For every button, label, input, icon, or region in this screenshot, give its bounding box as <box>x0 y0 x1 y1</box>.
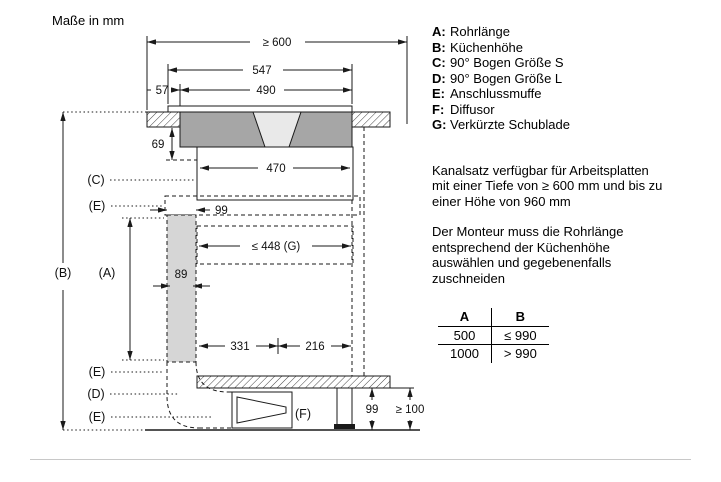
callout-d-group: (D) <box>87 387 178 401</box>
callout-e-mid-group: (E) <box>89 365 163 379</box>
table-row: 1000 > 990 <box>438 344 549 363</box>
units-label: Maße in mm <box>52 13 125 28</box>
countertop <box>146 111 391 128</box>
vertical-duct <box>166 214 197 363</box>
legend-item-g: G: Verkürzte Schublade <box>432 117 714 133</box>
dim-label-run-left: 331 <box>230 341 249 353</box>
cabinet-leg <box>334 387 355 429</box>
dim-label-body-width: 470 <box>266 163 285 175</box>
table-row: 500 ≤ 990 <box>438 326 549 345</box>
callout-e-mid: (E) <box>89 365 106 379</box>
table-cell: 1000 <box>438 344 492 363</box>
dim-label-cutout-width: 490 <box>256 85 275 97</box>
dim-top-width: ≥ 600 <box>146 36 408 124</box>
legend-item-d: D: 90° Bogen Größe L <box>432 71 714 87</box>
dim-body-width: 470 <box>200 163 350 175</box>
callout-a: (A) <box>99 266 116 280</box>
legend-item-e: E: Anschlussmuffe <box>432 86 714 102</box>
table-header-a: A <box>438 308 492 327</box>
dim-label-duct-outer: 99 <box>215 205 228 217</box>
legend-key: F: <box>432 101 445 117</box>
diffusor <box>231 391 293 429</box>
legend-label: Verkürzte Schublade <box>450 117 570 132</box>
dim-label-duct-height: 99 <box>366 404 379 416</box>
dim-label-plinth-height: ≥ 100 <box>396 404 425 416</box>
legend-and-notes: A: Rohrlänge B: Küchenhöhe C: 90° Bogen … <box>432 24 714 363</box>
hob-flange <box>167 105 353 113</box>
dim-label-front-offset: 57 <box>156 85 169 97</box>
callout-c: (C) <box>87 173 104 187</box>
note-availability: Kanalsatz verfügbar für Arbeitsplatten m… <box>432 162 663 209</box>
dim-front-offset-and-cutout: 57 490 <box>147 84 352 106</box>
plenum-duct-connection <box>164 195 361 216</box>
legend-item-c: C: 90° Bogen Größe S <box>432 55 714 71</box>
hob <box>167 105 354 201</box>
legend-label: Anschlussmuffe <box>450 86 542 101</box>
dim-hob-depth: 69 <box>152 128 197 161</box>
legend-item-f: F: Diffusor <box>432 102 714 118</box>
dim-label-top-width: ≥ 600 <box>263 37 292 49</box>
cabinet-back-lines <box>351 127 365 376</box>
callout-b: (B) <box>55 266 72 280</box>
legend-label: Küchenhöhe <box>450 39 524 55</box>
dim-bottom-runs: 331 216 <box>199 338 351 354</box>
hob-lower-body <box>196 146 354 201</box>
bend-90 <box>166 361 232 429</box>
callout-f: (F) <box>295 407 311 421</box>
legend-label: Rohrlänge <box>450 24 510 39</box>
legend-key: G: <box>432 117 447 132</box>
dim-label-duct-inner: 89 <box>175 269 188 281</box>
dim-duct-height: 99 <box>366 388 379 430</box>
legend-key: C: <box>432 55 446 70</box>
legend-key: E: <box>432 86 445 101</box>
table-cell: 500 <box>438 326 492 345</box>
callout-e-bottom-group: (E) <box>89 410 213 424</box>
dim-pipe-length: (A) <box>99 217 164 361</box>
dim-duct-outer: 99 <box>150 205 228 217</box>
legend-item-a: A: Rohrlänge <box>432 24 714 40</box>
dim-label-drawer-depth: ≤ 448 (G) <box>252 241 301 253</box>
callout-e-top-group: (E) <box>89 199 162 213</box>
table-cell: ≤ 990 <box>491 326 549 345</box>
note-installer: Der Monteur muss die Rohrlänge entsprech… <box>432 224 624 286</box>
pipe-length-table: A B 500 ≤ 990 1000 > 990 <box>438 308 549 363</box>
shortened-drawer: ≤ 448 (G) <box>196 225 354 265</box>
dim-kitchen-height: (B) <box>55 111 147 431</box>
legend-item-b: B: Küchenhöhe <box>432 40 714 56</box>
legend-label: 90° Bogen Größe L <box>450 70 563 86</box>
dim-duct-inner: 89 <box>153 269 210 289</box>
cabinet-bottom-panel <box>196 375 391 389</box>
legend-label: 90° Bogen Größe S <box>450 55 564 70</box>
dim-label-run-right: 216 <box>305 341 324 353</box>
table-cell: > 990 <box>503 346 537 361</box>
table-header-b: B <box>491 308 549 327</box>
callout-d: (D) <box>87 387 104 401</box>
legend-key: D: <box>432 70 446 86</box>
legend-label: Diffusor <box>450 101 495 117</box>
page-divider <box>30 459 691 460</box>
dimension-drawing: ≥ 600 547 57 490 <box>55 36 425 431</box>
callout-e-top: (E) <box>89 199 106 213</box>
dim-label-hob-depth: 69 <box>152 139 165 151</box>
dim-plinth-height: ≥ 100 <box>390 387 425 430</box>
legend: A: Rohrlänge B: Küchenhöhe C: 90° Bogen … <box>432 24 714 133</box>
dim-hob-width: 547 <box>167 64 353 104</box>
legend-key: B: <box>432 39 446 55</box>
callout-e-bottom: (E) <box>89 410 106 424</box>
legend-key: A: <box>432 24 446 39</box>
dim-label-hob-width: 547 <box>252 65 271 77</box>
callout-c-group: (C) <box>87 173 195 187</box>
